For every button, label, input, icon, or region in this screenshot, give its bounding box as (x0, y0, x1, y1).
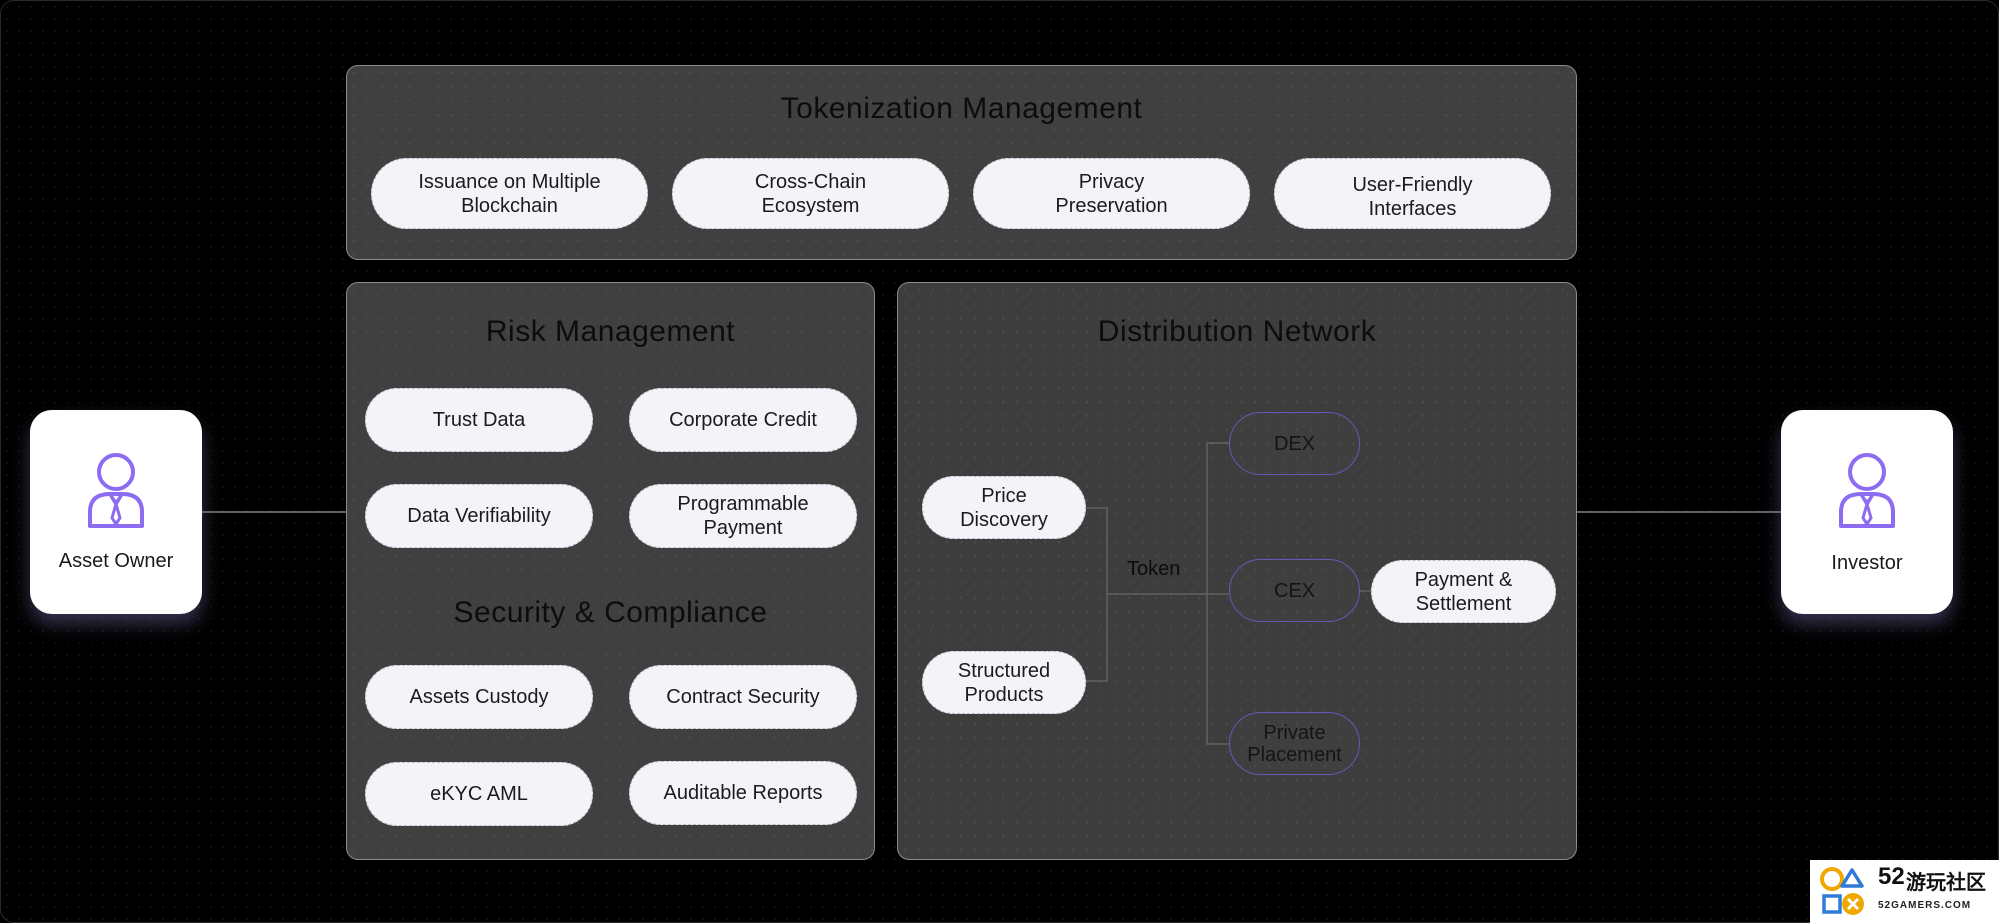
assets-custody-pill[interactable]: Assets Custody (365, 665, 593, 729)
data-verifiability-pill[interactable]: Data Verifiability (365, 484, 593, 548)
token-label: Token (1127, 558, 1181, 580)
distribution-title: Distribution Network (1097, 315, 1377, 348)
watermark-url: 52GAMERS.COM (1878, 900, 1972, 911)
programmable-payment-pill[interactable]: Programmable Payment (629, 484, 857, 548)
security-title: Security & Compliance (453, 596, 768, 629)
payment-settlement-pill[interactable]: Payment & Settlement (1371, 560, 1556, 623)
risk-security-panel: Risk Management Trust Data Corporate Cre… (346, 282, 875, 860)
price-discovery-pill[interactable]: Price Discovery (922, 476, 1086, 539)
trust-data-pill[interactable]: Trust Data (365, 388, 593, 452)
cex-node[interactable]: CEX (1229, 559, 1360, 622)
user-friendly-pill[interactable]: User-Friendly Interfaces (1274, 158, 1551, 229)
cross-chain-pill[interactable]: Cross-Chain Ecosystem (672, 158, 949, 229)
investor-label: Investor (1831, 552, 1903, 574)
tokenization-title: Tokenization Management (780, 92, 1143, 125)
asset-owner-label: Asset Owner (58, 550, 174, 572)
auditable-reports-pill[interactable]: Auditable Reports (629, 761, 857, 825)
watermark-number: 52 (1878, 863, 1905, 890)
watermark-name: 游玩社区 (1906, 872, 1986, 894)
game-controller-symbols-icon (1820, 867, 1864, 915)
tokenization-panel: Tokenization Management Issuance on Mult… (346, 65, 1577, 260)
contract-security-pill[interactable]: Contract Security (629, 665, 857, 729)
person-icon (88, 453, 144, 528)
ekyc-aml-pill[interactable]: eKYC AML (365, 762, 593, 826)
corporate-credit-pill[interactable]: Corporate Credit (629, 388, 857, 452)
private-placement-node[interactable]: Private Placement (1229, 712, 1360, 775)
privacy-pill[interactable]: Privacy Preservation (973, 158, 1250, 229)
issuance-pill[interactable]: Issuance on Multiple Blockchain (371, 158, 648, 229)
investor-card[interactable]: Investor (1781, 410, 1953, 614)
structured-products-pill[interactable]: Structured Products (922, 651, 1086, 714)
person-icon (1839, 453, 1895, 528)
asset-owner-card[interactable]: Asset Owner (30, 410, 202, 614)
watermark-logo: 52 游玩社区 52GAMERS.COM (1810, 860, 1999, 923)
risk-title: Risk Management (485, 315, 736, 348)
dex-node[interactable]: DEX (1229, 412, 1360, 475)
